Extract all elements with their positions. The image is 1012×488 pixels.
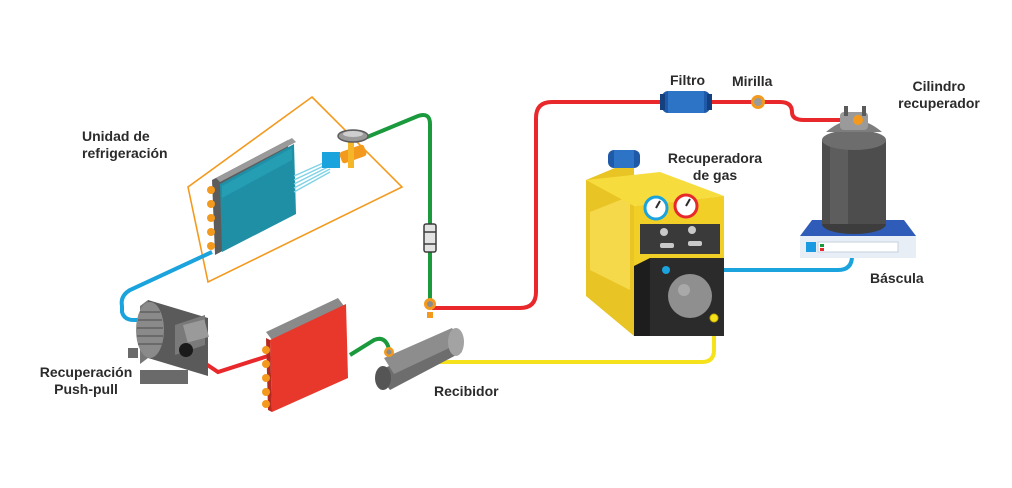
label-cilindro-line1: Cilindro [912, 78, 966, 94]
expansion-valve [337, 129, 369, 168]
recovery-machine [586, 150, 724, 336]
push-pull-compressor [128, 300, 209, 384]
sight-glass-green [423, 223, 437, 253]
label-recuperacion-line1: Recuperación [39, 364, 133, 380]
pipe-yellow [388, 318, 716, 364]
sight-glass-red [751, 95, 765, 109]
label-unidad-refrigeracion: Unidad de refrigeración [82, 128, 168, 162]
pipe-green-condenser [348, 336, 392, 357]
label-recuperadora-line2: de gas [692, 167, 738, 183]
label-mirilla: Mirilla [732, 73, 773, 89]
evaporator-coil [207, 138, 340, 255]
label-recuperacion-push-pull: Recuperación Push-pull [26, 364, 146, 398]
pipe-red-recovery [432, 100, 852, 310]
label-recuperadora-line1: Recuperadora [667, 150, 763, 166]
label-recibidor: Recibidor [434, 383, 499, 399]
valve-liquid [424, 298, 436, 318]
label-cilindro-line2: recuperador [898, 95, 980, 111]
label-recuperadora-gas: Recuperadora de gas [660, 150, 770, 184]
receiver-tank [375, 328, 464, 390]
label-filtro: Filtro [670, 72, 705, 88]
condenser-coil [262, 298, 348, 412]
recovery-cylinder [822, 106, 886, 234]
label-bascula: Báscula [870, 270, 924, 286]
label-unidad-line2: refrigeración [82, 145, 168, 161]
label-unidad-line1: Unidad de [82, 128, 150, 144]
filter-drier [660, 91, 712, 113]
label-cilindro-recuperador: Cilindro recuperador [884, 78, 994, 112]
pipe-green-liquid [359, 113, 432, 308]
refrigeration-unit-outline [187, 95, 404, 284]
pipe-blue-suction [119, 250, 213, 322]
label-recuperacion-line2: Push-pull [54, 381, 118, 397]
